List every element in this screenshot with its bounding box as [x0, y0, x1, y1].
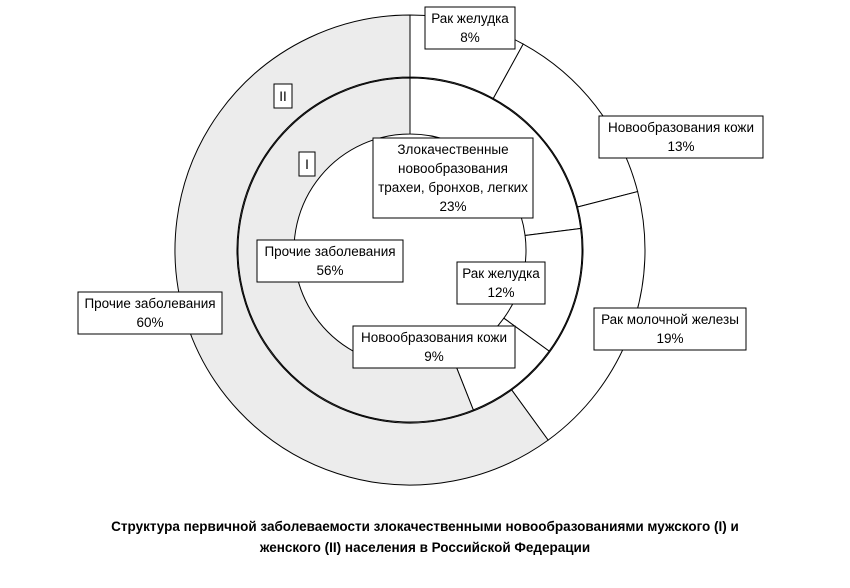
ring-II-slice-2-label: Новообразования кожи 13%	[598, 115, 764, 159]
slice-name-label: Новообразования кожи	[608, 120, 754, 135]
slice-percent-label: 12%	[487, 285, 514, 300]
slice-name-label: трахеи, бронхов, легких	[378, 180, 528, 195]
slice-name-label: Прочие заболевания	[84, 296, 215, 311]
slice-percent-label: 56%	[316, 263, 343, 278]
ring-I-slice-4	[237, 77, 474, 423]
slice-percent-label: 23%	[439, 199, 466, 214]
slice-name-label: Прочие заболевания	[264, 244, 395, 259]
label-box	[598, 115, 764, 159]
ring-II-slice-4	[174, 14, 549, 486]
ring-II-slice-1-label: Рак желудка 8%	[424, 6, 516, 50]
ring-marker-II: II	[273, 83, 293, 109]
slice-name-label: Злокачественные	[397, 142, 508, 157]
label-box	[352, 325, 516, 369]
label-box	[77, 291, 223, 335]
ring-markers: II I	[273, 83, 316, 177]
ring-marker-I: I	[298, 151, 316, 177]
ring-II-slice-4-label: Прочие заболевания 60%	[77, 291, 223, 335]
slice-labels: Злокачественные новообразования трахеи, бр…	[77, 6, 764, 369]
slice-name-label: Рак молочной железы	[601, 312, 739, 327]
ring-I-slice-4-label: Прочие заболевания 56%	[256, 239, 404, 283]
ring-I-slice-2-label: Рак желудка 12%	[456, 261, 546, 305]
slice-percent-label: 13%	[667, 139, 694, 154]
label-box	[593, 307, 747, 351]
chart-title: Структура первичной заболеваемости злока…	[60, 516, 790, 558]
label-box	[372, 137, 534, 219]
slice-name-label: новообразования	[398, 161, 508, 176]
label-box	[424, 6, 516, 50]
label-box	[456, 261, 546, 305]
ring-marker-I-text: I	[305, 157, 309, 172]
slice-percent-label: 8%	[460, 30, 480, 45]
chart-title-line-1: Структура первичной заболеваемости злока…	[111, 519, 739, 534]
ring-I-slice-1-label: Злокачественные новообразования трахеи, бр…	[372, 137, 534, 219]
slice-percent-label: 9%	[424, 349, 444, 364]
label-box	[256, 239, 404, 283]
slice-percent-label: 19%	[656, 331, 683, 346]
ring-II-slice-3-label: Рак молочной железы 19%	[593, 307, 747, 351]
slice-name-label: Новообразования кожи	[361, 330, 507, 345]
ring-I-slice-3-label: Новообразования кожи 9%	[352, 325, 516, 369]
slice-name-label: Рак желудка	[462, 266, 540, 281]
chart-title-line-2: женского (II) населения в Российской Фед…	[259, 540, 591, 555]
ring-marker-II-text: II	[279, 89, 287, 104]
slice-name-label: Рак желудка	[431, 11, 509, 26]
slice-percent-label: 60%	[136, 315, 163, 330]
